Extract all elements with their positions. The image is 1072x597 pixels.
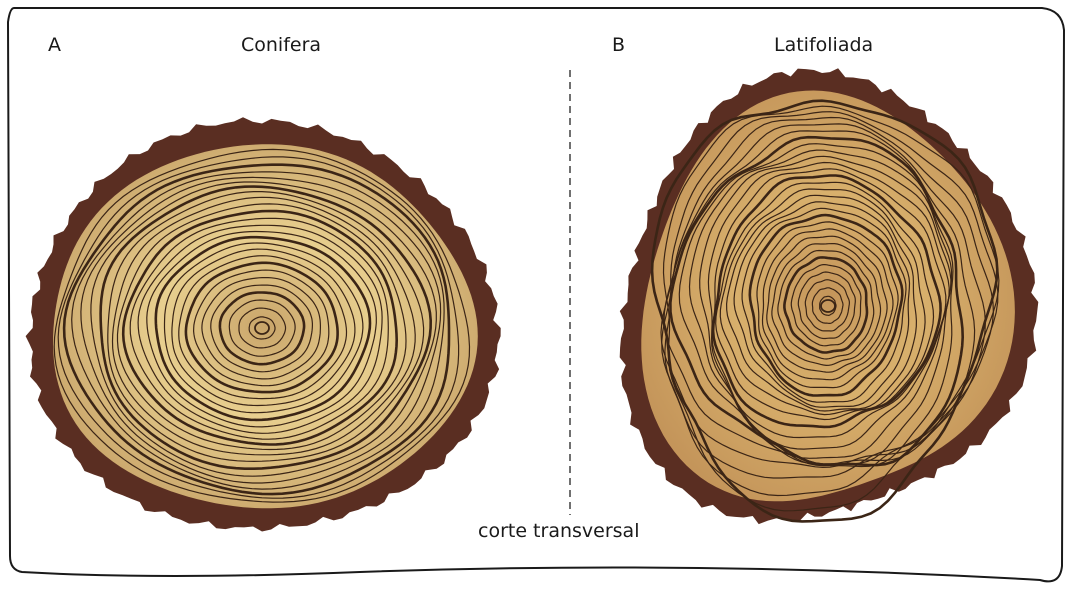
panel-b-title: Latifoliada [774,36,873,55]
panel-b-letter: B [612,36,625,55]
panel-a-letter: A [48,36,61,55]
panel-a-title: Conifera [241,36,321,55]
caption-label: corte transversal [478,522,639,541]
